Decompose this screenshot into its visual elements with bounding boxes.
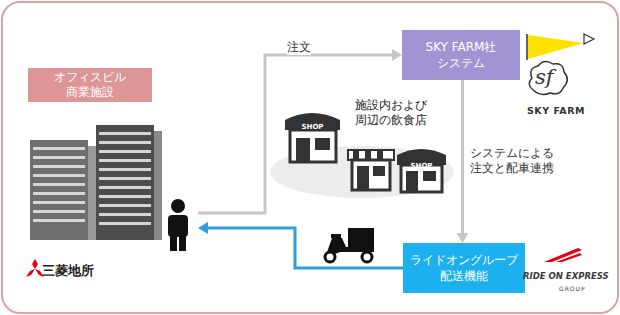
window-band [33, 147, 85, 150]
building-left [30, 140, 88, 240]
window-band [33, 192, 85, 195]
delivery-box: ライドオングループ 配送機能 [403, 243, 525, 293]
header-box: オフィスビル 商業施設 [28, 68, 152, 102]
company-name: 三菱地所 [42, 263, 198, 279]
label-holder: SKY FARM [527, 99, 585, 118]
box-text: SKY FARM社 システム [419, 39, 503, 71]
window-band [33, 174, 85, 177]
window-band [99, 213, 151, 216]
logo-diamond [26, 269, 35, 277]
edge-label-holder: 注文 [287, 36, 311, 55]
connector-line [461, 80, 464, 233]
logo-name: SKY FARM [527, 105, 585, 117]
flag-pole [526, 34, 528, 60]
office-region: オフィスビル 商業施設三菱地所 [20, 62, 198, 282]
edge-label: システムによる 注文と配車連携 [470, 146, 566, 176]
window-band [99, 141, 151, 144]
person-leg [170, 235, 177, 251]
window-band [99, 159, 151, 162]
shop-sign-text: SHOP [302, 123, 324, 132]
edge-label: 注文 [287, 40, 311, 55]
window-band [99, 195, 151, 198]
shop-caption: 施設内および 周辺の飲食店 [355, 98, 447, 128]
vehicle-wheel [362, 252, 372, 262]
sky-farm-logo [527, 34, 594, 94]
office-buildings [30, 125, 162, 240]
arrow-head [392, 49, 402, 61]
shop-window [423, 171, 436, 181]
logo-letters: sf [535, 65, 554, 89]
label-holder: GROUP [559, 276, 586, 295]
mitsubishi-mark [26, 259, 44, 277]
shop-body [290, 130, 336, 162]
logo-swoosh [556, 253, 582, 262]
cargo-box [348, 228, 374, 247]
window-band [33, 210, 85, 213]
system-box: SKY FARM社 システム [402, 30, 520, 80]
small-flag [584, 34, 594, 44]
connector-line [208, 228, 403, 268]
vehicle-wheel [325, 252, 335, 262]
window-band [99, 168, 151, 171]
building-right [96, 125, 154, 240]
ride-on-logo [544, 248, 582, 262]
window-band [33, 201, 85, 204]
window-band [99, 177, 151, 180]
window-band [99, 222, 151, 225]
window-band [33, 219, 85, 222]
logo-name: RIDE ON EXPRESS [523, 271, 609, 281]
window-band [33, 183, 85, 186]
shop-window [315, 138, 330, 150]
person-icon [168, 199, 188, 251]
label-holder: SHOP [285, 114, 340, 133]
connector-arrow [198, 222, 403, 268]
label-holder: sf [535, 65, 554, 89]
label-holder: 施設内および 周辺の飲食店 [355, 98, 447, 128]
logo-subname: GROUP [559, 285, 586, 292]
label-holder: RIDE ON EXPRESS [523, 264, 609, 283]
building-left-side [88, 146, 96, 240]
window-band [33, 165, 85, 168]
building-right-side [154, 131, 162, 240]
connector-line [198, 55, 392, 213]
yellow-pennant [528, 35, 584, 59]
window-band [33, 156, 85, 159]
connector-arrow [457, 80, 469, 243]
vehicle-seat [331, 234, 341, 238]
logo-diamond [32, 259, 38, 269]
window-band [99, 186, 151, 189]
delivery-vehicle [325, 228, 374, 262]
shop-door [296, 138, 310, 162]
box-text: ライドオングループ 配送機能 [408, 252, 520, 284]
arrow-head [198, 222, 208, 234]
person-body [168, 215, 188, 237]
logo-swoosh [544, 248, 582, 262]
building-windows [33, 132, 151, 225]
person-head [171, 199, 185, 213]
shop-body [352, 160, 390, 190]
edge-label-holder: システムによる 注文と配車連携 [470, 146, 566, 176]
person-leg [179, 235, 186, 251]
window-band [99, 132, 151, 135]
shop-door [357, 166, 369, 190]
shop-window [373, 166, 385, 176]
label-holder: SHOP [397, 153, 446, 172]
shop-door [406, 171, 418, 192]
cloud-outline [529, 61, 567, 94]
shop-sign-text: SHOP [411, 162, 433, 171]
window-band [99, 204, 151, 207]
connector-arrow [198, 49, 402, 213]
arrow-head [457, 233, 469, 243]
window-band [99, 150, 151, 153]
